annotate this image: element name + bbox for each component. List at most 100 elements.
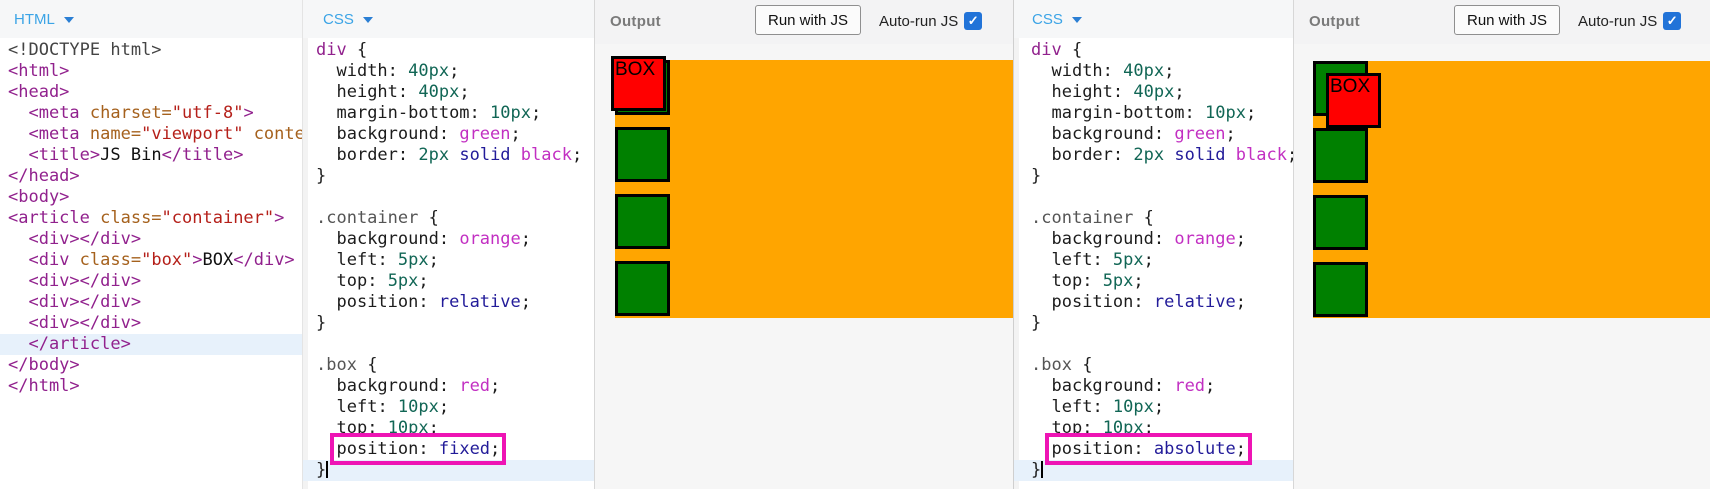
green-div-box (1313, 262, 1368, 317)
output-panel-1: Output Run with JS Auto-run JS ✓ BOX (594, 0, 1013, 489)
code-line[interactable]: background: green; (336, 124, 521, 144)
green-div-box (615, 127, 670, 182)
code-line[interactable]: left: 10px; (1051, 397, 1165, 417)
run-with-js-button[interactable]: Run with JS (755, 5, 862, 35)
code-line[interactable]: <head> (8, 82, 70, 102)
text-cursor (1041, 461, 1043, 478)
code-line[interactable]: position: absolute; (1014, 433, 1293, 465)
code-line[interactable]: background: green; (1051, 124, 1236, 144)
code-line[interactable]: background: red; (336, 376, 501, 396)
red-box-fixed: BOX (611, 56, 666, 111)
output-label: Output (1309, 13, 1360, 30)
code-line[interactable]: width: 40px; (336, 61, 460, 81)
output-header: Output Run with JS Auto-run JS ✓ (1294, 0, 1710, 44)
red-box-absolute: BOX (1326, 73, 1381, 128)
code-line[interactable]: position: fixed; (303, 433, 594, 465)
code-line[interactable]: height: 40px; (1051, 82, 1185, 102)
code-line[interactable]: top: 5px; (336, 271, 429, 291)
code-line[interactable] (303, 187, 594, 208)
html-code-area[interactable]: <!DOCTYPE html><html><head> <meta charse… (0, 40, 302, 489)
code-line[interactable]: } (1014, 460, 1293, 481)
code-line[interactable]: <div></div> (28, 229, 142, 249)
editor-header (303, 0, 594, 38)
editor-header (1014, 0, 1293, 38)
editor-header (0, 0, 302, 38)
code-line[interactable] (1014, 334, 1293, 355)
annotation-highlight-box: position: fixed; (330, 433, 507, 465)
editor-gutter (1014, 0, 1019, 489)
code-line[interactable]: div { (316, 40, 368, 60)
code-line[interactable]: position: relative; (336, 292, 531, 312)
autorun-group: Auto-run JS ✓ (879, 12, 983, 30)
output-viewport: BOX (595, 44, 1013, 489)
code-line[interactable]: .container { (1031, 208, 1154, 228)
code-line[interactable]: background: red; (1051, 376, 1216, 396)
code-line[interactable]: height: 40px; (336, 82, 470, 102)
code-line[interactable]: } (316, 166, 327, 186)
css-panel-label: CSS (1032, 11, 1063, 28)
code-line[interactable]: background: orange; (1051, 229, 1246, 249)
code-line[interactable]: </html> (8, 376, 80, 396)
css-editor-panel-1: CSS div { width: 40px; height: 40px; mar… (302, 0, 594, 489)
code-line[interactable]: <body> (8, 187, 70, 207)
css-panel-menu[interactable]: CSS (1032, 11, 1082, 28)
html-editor-panel: HTML <!DOCTYPE html><html><head> <meta c… (0, 0, 302, 489)
code-line[interactable]: <div></div> (28, 271, 142, 291)
code-line[interactable]: } (316, 313, 327, 333)
html-panel-label: HTML (14, 11, 55, 28)
code-line[interactable] (303, 334, 594, 355)
html-panel-menu[interactable]: HTML (14, 11, 74, 28)
code-line[interactable]: border: 2px solid black; (336, 145, 583, 165)
code-line[interactable]: margin-bottom: 10px; (336, 103, 542, 123)
code-line[interactable]: </article> (0, 334, 302, 355)
chevron-down-icon (1071, 16, 1082, 23)
css-panel-label: CSS (323, 11, 354, 28)
css-code-area[interactable]: div { width: 40px; height: 40px; margin-… (303, 40, 594, 489)
code-line[interactable]: top: 10px; (336, 418, 439, 438)
code-line[interactable]: <meta charset="utf-8"> (28, 103, 254, 123)
code-line[interactable]: left: 5px; (336, 250, 439, 270)
code-line[interactable]: <!DOCTYPE html> (8, 40, 162, 60)
code-line[interactable]: .box { (316, 355, 378, 375)
code-line[interactable]: div { (1031, 40, 1083, 60)
output-label: Output (610, 13, 661, 30)
autorun-checkbox[interactable]: ✓ (964, 12, 983, 30)
css-editor-panel-2: CSS div { width: 40px; height: 40px; mar… (1013, 0, 1293, 489)
code-line[interactable]: margin-bottom: 10px; (1051, 103, 1257, 123)
code-line[interactable]: top: 5px; (1051, 271, 1144, 291)
css-panel-menu[interactable]: CSS (323, 11, 373, 28)
code-line[interactable]: <article class="container"> (8, 208, 285, 228)
run-with-js-button[interactable]: Run with JS (1454, 5, 1561, 35)
code-line[interactable]: <title>JS Bin</title> (28, 145, 244, 165)
code-line[interactable]: </head> (8, 166, 80, 186)
code-line[interactable]: .box { (1031, 355, 1093, 375)
css-code-area[interactable]: div { width: 40px; height: 40px; margin-… (1014, 40, 1293, 489)
code-line[interactable]: left: 10px; (336, 397, 450, 417)
orange-container (615, 60, 1013, 318)
code-line[interactable]: </body> (8, 355, 80, 375)
code-line[interactable]: <div></div> (28, 313, 142, 333)
code-line[interactable]: top: 10px; (1051, 418, 1154, 438)
green-div-box (1313, 128, 1368, 183)
output-viewport: BOX (1294, 44, 1710, 489)
code-line[interactable]: .container { (316, 208, 439, 228)
code-line[interactable]: } (303, 460, 594, 481)
code-line[interactable]: <meta name="viewport" conte (28, 124, 302, 144)
code-line[interactable]: <html> (8, 61, 70, 81)
chevron-down-icon (63, 16, 74, 23)
autorun-label: Auto-run JS (1578, 12, 1658, 30)
code-line[interactable]: } (1031, 166, 1042, 186)
code-line[interactable]: left: 5px; (1051, 250, 1154, 270)
code-line[interactable]: border: 2px solid black; (1051, 145, 1293, 165)
code-line[interactable]: <div class="box">BOX</div> (28, 250, 295, 270)
code-line[interactable]: } (1031, 313, 1042, 333)
code-line[interactable]: width: 40px; (1051, 61, 1175, 81)
output-header: Output Run with JS Auto-run JS ✓ (595, 0, 1013, 44)
autorun-checkbox[interactable]: ✓ (1663, 12, 1682, 30)
code-line[interactable]: position: relative; (1051, 292, 1246, 312)
code-line[interactable]: <div></div> (28, 292, 142, 312)
code-line[interactable]: background: orange; (336, 229, 531, 249)
checkmark-icon: ✓ (1666, 13, 1678, 28)
code-line[interactable] (1014, 187, 1293, 208)
